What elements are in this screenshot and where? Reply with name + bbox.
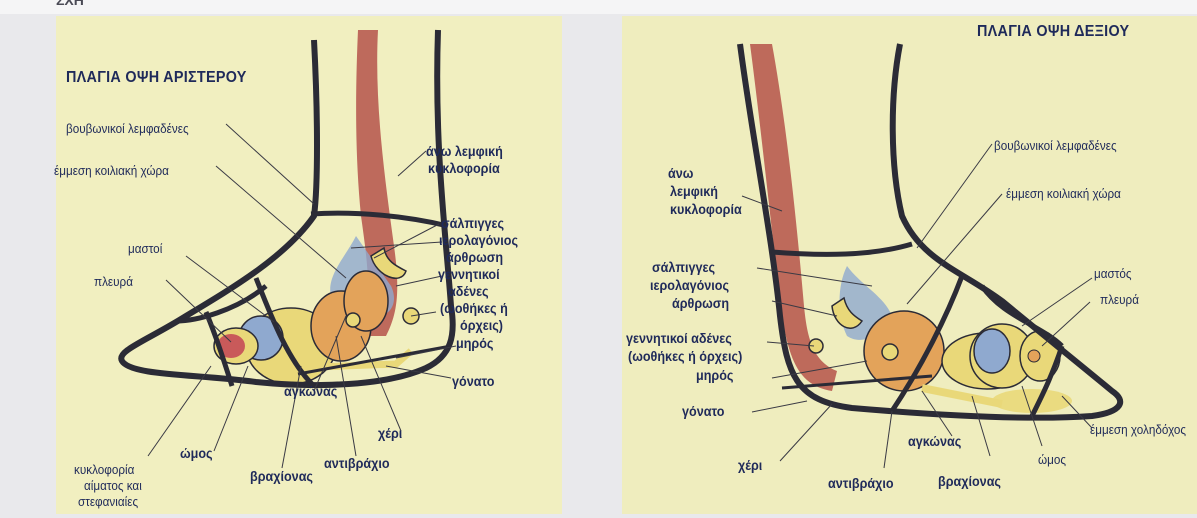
left-label-genital-1: γεννητικοί [438, 267, 500, 282]
right-label-fallopian: σάλπιγγες [652, 260, 715, 275]
left-label-arm: βραχίονας [250, 469, 313, 484]
right-foot-panel: ΠΛΑΓΙΑ ΟΨΗ ΔΕΞΙΟΥ βουβωνικοί λεμφαδένες … [622, 16, 1197, 514]
left-label-thigh: μηρός [456, 336, 493, 351]
right-label-upper-2: λεμφική [670, 184, 718, 199]
right-label-thigh: μηρός [696, 368, 733, 383]
left-label-joint: άρθρωση [446, 250, 503, 265]
left-label-genital-2: αδένες [448, 284, 489, 299]
left-label-lymph-nodes: βουβωνικοί λεμφαδένες [66, 121, 189, 136]
right-label-upper-1: άνω [668, 166, 693, 181]
right-label-glands: γεννητικοί αδένες [626, 331, 732, 346]
left-label-genital-4: όρχεις) [460, 318, 503, 333]
right-label-forearm: αντιβράχιο [828, 476, 894, 491]
left-label-breasts: μαστοί [128, 241, 162, 256]
left-label-circ-2: αίματος και [84, 478, 142, 493]
left-label-circ-1: κυκλοφορία [74, 462, 134, 477]
left-foot-drawing [56, 16, 562, 514]
left-label-shoulder: ώμος [180, 446, 213, 461]
left-label-circ-3: στεφανιαίες [78, 494, 138, 509]
left-label-hand: χέρι [378, 426, 402, 441]
left-label-knee: γόνατο [452, 374, 494, 389]
left-title: ΠΛΑΓΙΑ ΟΨΗ ΑΡΙΣΤΕΡΟΥ [66, 70, 247, 85]
left-label-elbow: αγκώνας [284, 384, 337, 399]
left-foot-panel: ΠΛΑΓΙΑ ΟΨΗ ΑΡΙΣΤΕΡΟΥ βουβωνικοί λεμφαδέν… [56, 16, 562, 514]
top-fragment-text: ΣΧΗ [56, 0, 84, 8]
left-label-upper-lymph-1: άνω λεμφική [426, 144, 503, 159]
left-label-abdominal: έμμεση κοιλιακή χώρα [54, 163, 169, 178]
right-label-joint: άρθρωση [672, 296, 729, 311]
right-title: ΠΛΑΓΙΑ ΟΨΗ ΔΕΞΙΟΥ [977, 24, 1129, 39]
right-label-hand: χέρι [738, 458, 762, 473]
right-label-elbow: αγκώνας [908, 434, 961, 449]
right-label-testes: (ωοθήκες ή όρχεις) [628, 349, 742, 364]
right-label-knee: γόνατο [682, 404, 724, 419]
top-strip [0, 0, 1197, 14]
right-label-breast: μαστός [1094, 266, 1132, 281]
right-label-sacroiliac: ιερολαγόνιος [650, 278, 729, 293]
left-label-pleura: πλευρά [94, 274, 133, 289]
left-label-fallopian: σάλπιγγες [441, 216, 504, 231]
left-label-genital-3: (ωοθήκες ή [440, 301, 508, 316]
left-label-sacroiliac: ιερολαγόνιος [439, 233, 518, 248]
right-label-shoulder: ώμος [1038, 452, 1066, 467]
right-label-arm: βραχίονας [938, 474, 1001, 489]
right-label-lymph-nodes: βουβωνικοί λεμφαδένες [994, 138, 1117, 153]
right-label-pleura: πλευρά [1100, 292, 1139, 307]
right-label-abdominal: έμμεση κοιλιακή χώρα [1006, 186, 1121, 201]
right-label-gallbladder: έμμεση χοληδόχος [1090, 422, 1186, 437]
right-label-upper-3: κυκλοφορία [670, 202, 742, 217]
left-label-forearm: αντιβράχιο [324, 456, 390, 471]
left-label-upper-lymph-2: κυκλοφορία [428, 161, 500, 176]
